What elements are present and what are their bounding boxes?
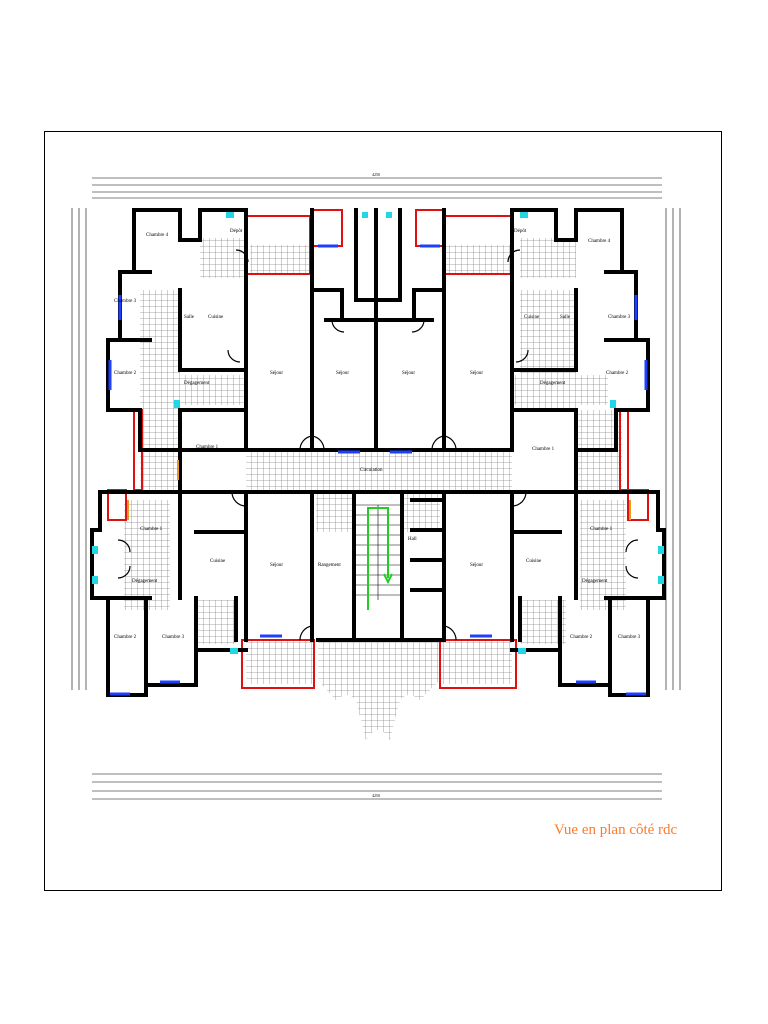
- room-label: Chambre 4: [146, 233, 169, 238]
- room-label: Chambre 2: [570, 635, 593, 640]
- room-label: Séjour: [270, 563, 283, 568]
- overall-dimension-top: 4250: [372, 172, 380, 177]
- room-label: Chambre 2: [606, 371, 629, 376]
- room-label: Séjour: [336, 371, 349, 376]
- room-label: Chambre 3: [114, 299, 137, 304]
- room-label: Séjour: [470, 371, 483, 376]
- right-dimension-chain: [665, 208, 681, 690]
- room-label: Dépôt: [514, 229, 527, 234]
- room-label: Cuisine: [208, 315, 224, 320]
- room-label: Rangement: [318, 563, 341, 568]
- left-dimension-chain: [71, 208, 87, 690]
- stair-arrow: [367, 507, 389, 610]
- room-label: Cuisine: [524, 315, 540, 320]
- room-label: Cuisine: [210, 559, 226, 564]
- room-label: Séjour: [270, 371, 283, 376]
- room-labels: Chambre 4 Chambre 3 Chambre 2 Chambre 1 …: [114, 229, 641, 640]
- room-label: Salle: [184, 315, 195, 320]
- walls: [90, 208, 666, 697]
- room-label: Chambre 2: [114, 371, 137, 376]
- windows: [108, 244, 648, 696]
- room-label: Salle: [560, 315, 571, 320]
- room-label: Dégagement: [132, 579, 158, 584]
- room-label: Chambre 3: [608, 315, 631, 320]
- room-label: Chambre 1: [140, 527, 163, 532]
- room-label: Cuisine: [526, 559, 542, 564]
- overall-dimension-bottom: 4250: [372, 793, 380, 798]
- room-label: Circulation: [360, 468, 383, 473]
- staircase: [356, 504, 400, 610]
- drawing-caption: Vue en plan côté rdc: [554, 822, 678, 838]
- glass-markers: [92, 212, 664, 654]
- room-label: Chambre 3: [162, 635, 185, 640]
- room-label: Chambre 4: [588, 239, 611, 244]
- room-label: Chambre 1: [196, 445, 219, 450]
- door-swings: [117, 249, 639, 641]
- room-label: Séjour: [402, 371, 415, 376]
- room-label: Chambre 2: [114, 635, 137, 640]
- bottom-dimension-chain: [92, 773, 662, 800]
- room-label: Dégagement: [540, 381, 566, 386]
- room-label: Chambre 1: [590, 527, 613, 532]
- room-label: Chambre 3: [618, 635, 641, 640]
- door-frames: [127, 460, 631, 520]
- room-label: Dégagement: [184, 381, 210, 386]
- room-label: Dégagement: [582, 579, 608, 584]
- room-label: Dépôt: [230, 229, 243, 234]
- room-label: Chambre 1: [532, 447, 555, 452]
- room-label: Hall: [408, 537, 417, 542]
- room-label: Séjour: [470, 563, 483, 568]
- top-dimension-chain: [92, 177, 662, 199]
